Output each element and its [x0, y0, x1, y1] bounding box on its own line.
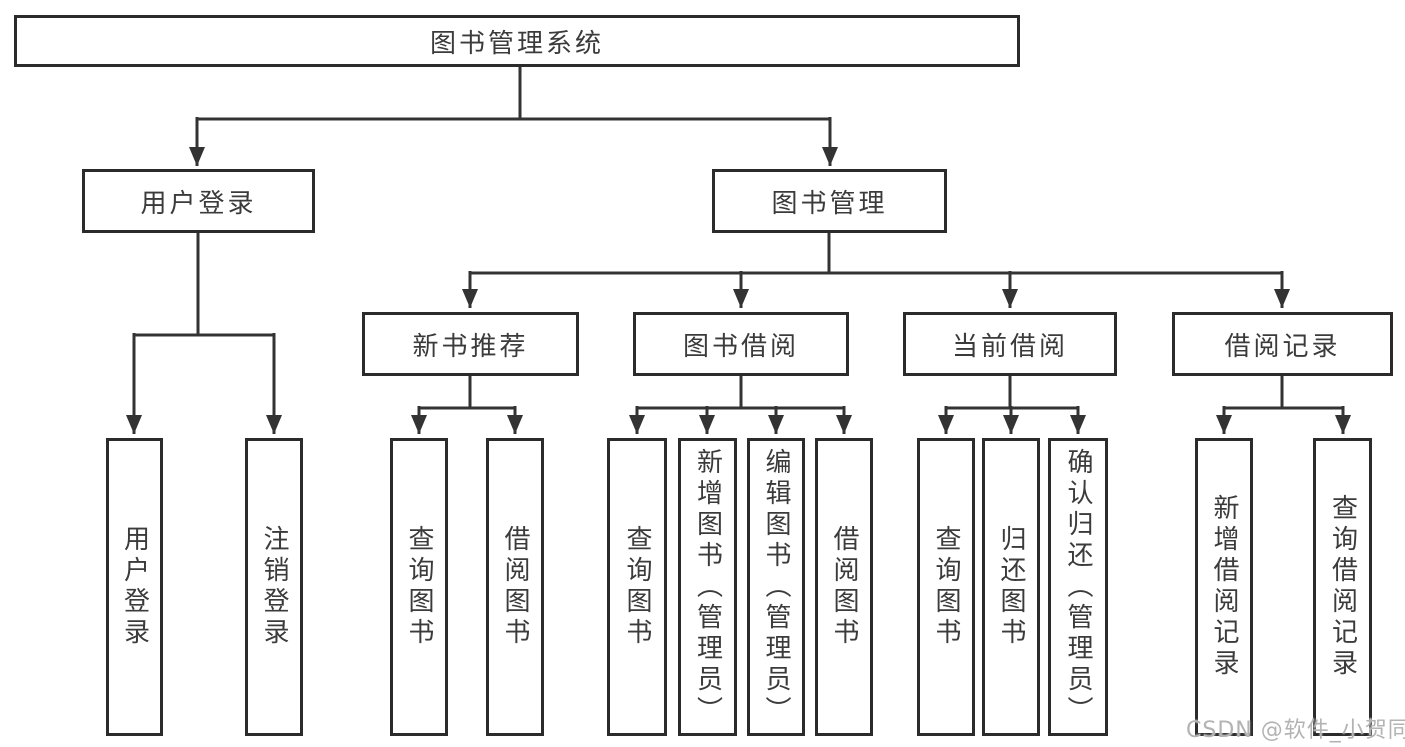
leaf-borrow-query-books: 查询图书: [607, 438, 667, 736]
node-root-label: 图书管理系统: [429, 28, 604, 59]
node-book-borrow: 图书借阅: [633, 312, 849, 376]
node-borrow-records-label: 借阅记录: [1224, 331, 1341, 362]
leaf-confirm-return-admin-label: 确认归还（管理员）: [1063, 447, 1093, 727]
leaf-add-books-admin-label: 新增图书（管理员）: [692, 447, 723, 727]
node-root: 图书管理系统: [14, 15, 1020, 67]
leaf-borrow-books-label: 借阅图书: [829, 525, 859, 649]
leaf-confirm-return-admin: 确认归还（管理员）: [1048, 438, 1108, 736]
leaf-edit-books-admin: 编辑图书（管理员）: [747, 438, 805, 736]
leaf-borrow-query-books-label: 查询图书: [622, 525, 652, 649]
node-new-book-recommend-label: 新书推荐: [412, 331, 529, 362]
node-book-borrow-label: 图书借阅: [682, 331, 799, 362]
leaf-current-query-books-label: 查询图书: [931, 525, 961, 649]
node-user-login: 用户登录: [82, 169, 315, 233]
leaf-recommend-borrow-books: 借阅图书: [486, 438, 544, 736]
leaf-borrow-books: 借阅图书: [815, 438, 873, 736]
csdn-watermark: CSDN @软件_小贺同学: [1186, 718, 1405, 743]
leaf-query-borrow-record-label: 查询借阅记录: [1327, 494, 1358, 680]
leaf-recommend-query-books-label: 查询图书: [404, 525, 434, 649]
leaf-add-borrow-record-label: 新增借阅记录: [1209, 494, 1239, 680]
leaf-query-borrow-record: 查询借阅记录: [1313, 438, 1372, 736]
leaf-recommend-query-books: 查询图书: [390, 438, 448, 736]
node-user-login-label: 用户登录: [140, 188, 257, 219]
node-book-management-label: 图书管理: [771, 188, 888, 219]
node-book-management: 图书管理: [712, 169, 947, 233]
leaf-recommend-borrow-books-label: 借阅图书: [500, 525, 530, 649]
leaf-user-login: 用户登录: [106, 438, 163, 736]
node-borrow-records: 借阅记录: [1172, 312, 1393, 376]
leaf-add-borrow-record: 新增借阅记录: [1195, 438, 1253, 736]
leaf-user-login-label: 用户登录: [119, 525, 150, 649]
leaf-logout: 注销登录: [245, 438, 303, 736]
leaf-add-books-admin: 新增图书（管理员）: [678, 438, 737, 736]
leaf-current-query-books: 查询图书: [917, 438, 975, 736]
leaf-return-books: 归还图书: [982, 438, 1040, 736]
leaf-logout-label: 注销登录: [259, 525, 289, 649]
leaf-edit-books-admin-label: 编辑图书（管理员）: [761, 447, 791, 727]
node-new-book-recommend: 新书推荐: [362, 312, 579, 376]
node-current-borrow-label: 当前借阅: [951, 331, 1068, 362]
leaf-return-books-label: 归还图书: [996, 525, 1026, 649]
node-current-borrow: 当前借阅: [903, 312, 1117, 376]
